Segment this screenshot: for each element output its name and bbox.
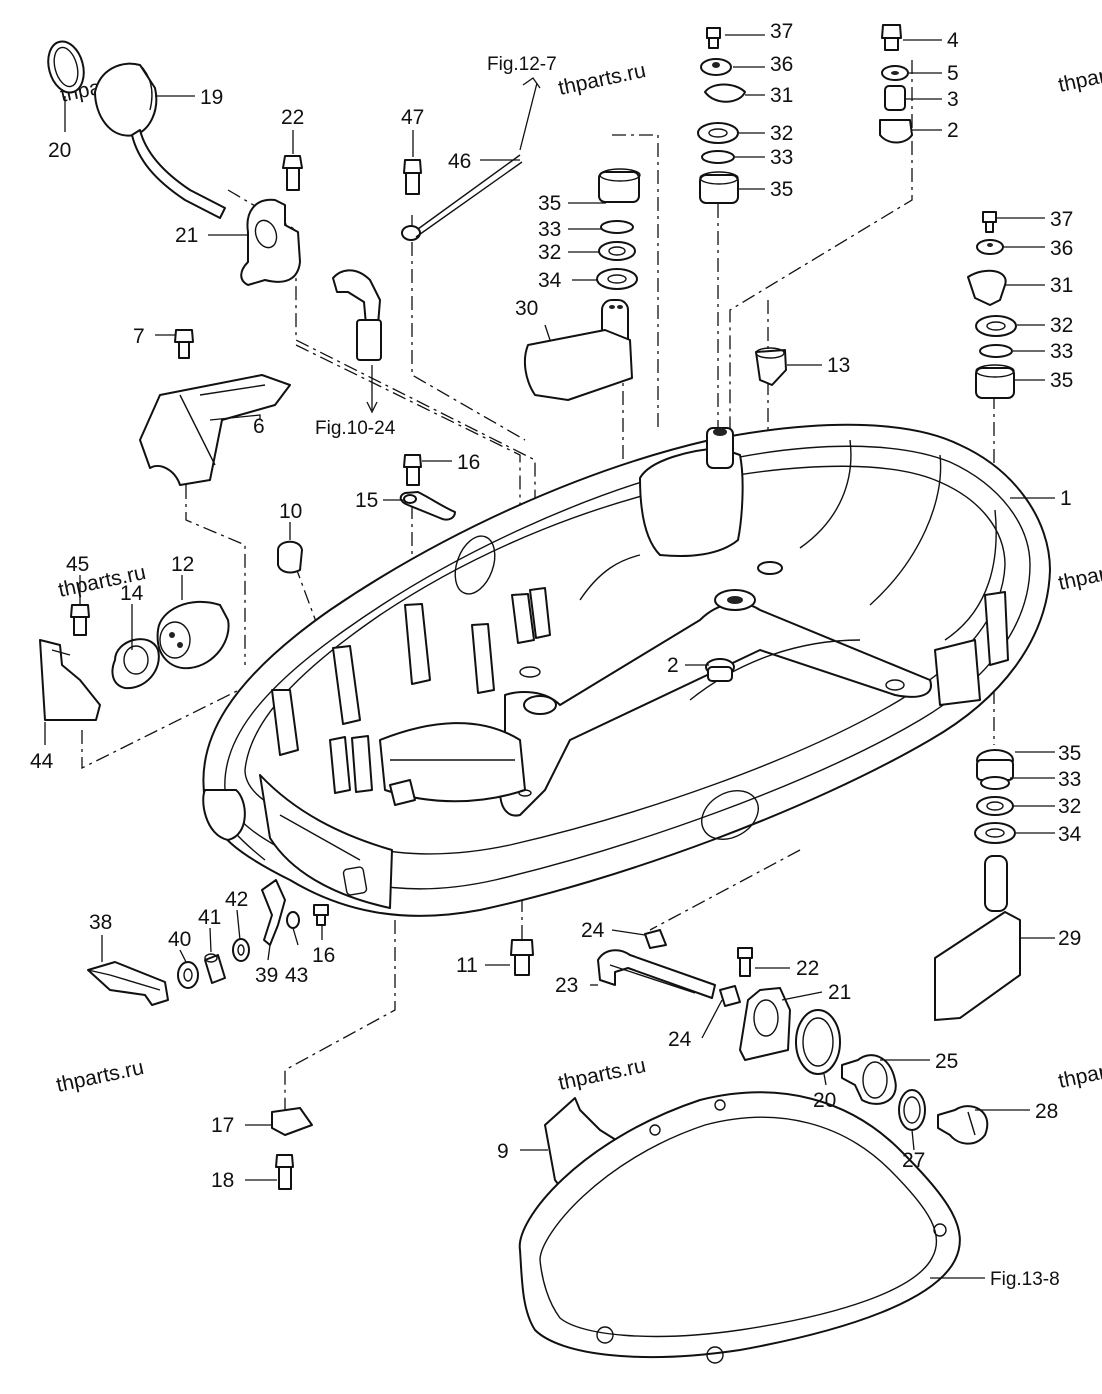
- watermark: thparts.ru: [54, 1056, 146, 1097]
- callout-33: 33: [1058, 768, 1081, 791]
- callout-13: 13: [827, 354, 850, 377]
- callout-15: 15: [355, 489, 378, 512]
- callout-29: 29: [1058, 927, 1081, 950]
- callout-23: 23: [555, 974, 578, 997]
- parts-lower-right: [510, 658, 1021, 1364]
- callout-2: 2: [667, 654, 679, 677]
- callout-22: 22: [281, 106, 304, 129]
- callout-20: 20: [813, 1089, 836, 1112]
- figure-reference: Fig.12-7: [487, 54, 557, 75]
- callout-16: 16: [312, 944, 335, 967]
- parts-upper-right: [697, 24, 1017, 399]
- callout-10: 10: [279, 500, 302, 523]
- callout-37: 37: [1050, 208, 1073, 231]
- callout-35: 35: [538, 192, 561, 215]
- watermark: thparts.ru: [1056, 56, 1102, 97]
- callout-5: 5: [947, 62, 959, 85]
- callout-12: 12: [171, 553, 194, 576]
- callout-11: 11: [456, 954, 478, 977]
- callout-39: 39: [255, 964, 278, 987]
- callout-36: 36: [770, 53, 793, 76]
- callout-32: 32: [1050, 314, 1073, 337]
- callout-6: 6: [253, 415, 265, 438]
- parts-upper-center: [277, 154, 641, 574]
- callout-22: 22: [796, 957, 819, 980]
- callout-19: 19: [200, 86, 223, 109]
- callout-18: 18: [211, 1169, 234, 1192]
- callout-25: 25: [935, 1050, 958, 1073]
- callout-33: 33: [538, 218, 561, 241]
- callout-37: 37: [770, 20, 793, 43]
- callout-33: 33: [770, 146, 793, 169]
- callout-16: 16: [457, 451, 480, 474]
- figure-reference: Fig.10-24: [315, 418, 396, 439]
- callout-32: 32: [1058, 795, 1081, 818]
- callout-45: 45: [66, 553, 89, 576]
- callout-labels: 37 36 31 32 33 35 4 5 3 2 37 36 31 32 33…: [30, 20, 1082, 1290]
- callout-43: 43: [285, 964, 308, 987]
- callout-24: 24: [668, 1028, 692, 1051]
- callout-4: 4: [947, 29, 959, 52]
- callout-31: 31: [1050, 274, 1073, 297]
- watermark: thparts.ru: [1056, 1052, 1102, 1093]
- callout-14: 14: [120, 582, 144, 605]
- watermark: thparts.ru: [556, 1054, 648, 1095]
- callout-38: 38: [89, 911, 112, 934]
- callout-1: 1: [1060, 487, 1072, 510]
- callout-33: 33: [1050, 340, 1073, 363]
- callout-35: 35: [1050, 369, 1073, 392]
- bottom-cowling-part-1: [202, 423, 1051, 917]
- callout-35: 35: [1058, 742, 1081, 765]
- callout-41: 41: [198, 906, 221, 929]
- callout-17: 17: [211, 1114, 234, 1137]
- callout-27: 27: [902, 1149, 925, 1172]
- callout-28: 28: [1035, 1100, 1058, 1123]
- callout-47: 47: [401, 106, 424, 129]
- callout-31: 31: [770, 84, 793, 107]
- callout-24: 24: [581, 919, 605, 942]
- callout-34: 34: [538, 269, 562, 292]
- parts-upper-left: [47, 40, 382, 486]
- callout-36: 36: [1050, 237, 1073, 260]
- figure-reference: Fig.13-8: [990, 1269, 1060, 1290]
- callout-21: 21: [828, 981, 851, 1004]
- watermark: thparts.ru: [556, 59, 648, 100]
- callout-32: 32: [770, 122, 793, 145]
- callout-7: 7: [133, 325, 145, 348]
- parts-left-middle: [39, 600, 230, 721]
- callout-40: 40: [168, 928, 191, 951]
- callout-42: 42: [225, 888, 248, 911]
- callout-21: 21: [175, 224, 198, 247]
- callout-9: 9: [497, 1140, 509, 1163]
- callout-35: 35: [770, 178, 793, 201]
- callout-20: 20: [48, 139, 71, 162]
- callout-30: 30: [515, 297, 538, 320]
- callout-32: 32: [538, 241, 561, 264]
- callout-34: 34: [1058, 823, 1082, 846]
- callout-46: 46: [448, 150, 471, 173]
- callout-44: 44: [30, 750, 54, 773]
- watermark: thparts.ru: [1056, 554, 1102, 595]
- callout-3: 3: [947, 88, 959, 111]
- callout-2: 2: [947, 119, 959, 142]
- leader-lines: [44, 34, 1055, 1279]
